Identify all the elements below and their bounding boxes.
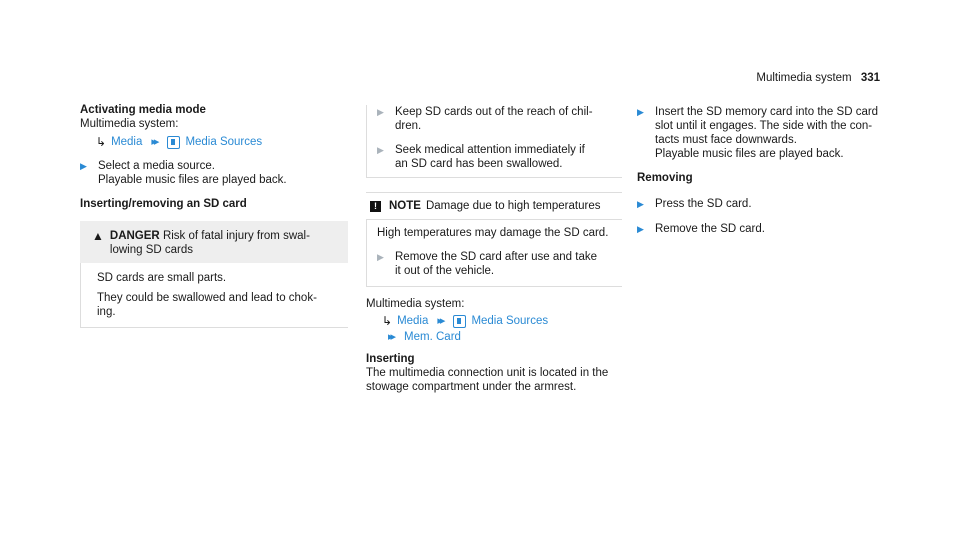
- chevron-right-icon: ▸▸: [437, 315, 445, 327]
- danger-paragraph-1: SD cards are small parts.: [97, 272, 227, 284]
- intro-text: Multimedia system:: [366, 298, 465, 310]
- step-triangle-icon: ▶: [377, 145, 384, 155]
- danger-step-keep-away: ▶ Keep SD cards out of the reach of chil…: [377, 105, 622, 133]
- section-title-inserting: Inserting: [366, 353, 415, 365]
- note-body: High temperatures may damage the SD card…: [366, 220, 622, 287]
- danger-step-medical: ▶ Seek medical attention immediately if …: [377, 143, 622, 171]
- step-line: slot until it engages. The side with the…: [655, 120, 873, 132]
- nav-link-media[interactable]: Media: [397, 315, 429, 327]
- page-header: Multimedia system 331: [756, 71, 880, 85]
- header-title: Multimedia system: [756, 72, 852, 84]
- note-text: High temperatures may damage the SD card…: [377, 227, 609, 239]
- danger-header: ▲ DANGER Risk of fatal injury from swal-…: [80, 221, 348, 263]
- step-result: Playable music files are played back.: [98, 174, 287, 186]
- nav-path-2: ▸▸ Mem. Card: [388, 330, 622, 344]
- note-label: NOTE: [389, 200, 421, 212]
- note-header: ! NOTE Damage due to high temperatures: [366, 192, 622, 220]
- nav-path: ↳ Media ▸▸ Media Sources: [382, 314, 622, 328]
- media-sources-icon: [453, 314, 467, 328]
- page-number: 331: [860, 72, 880, 84]
- step-line: Remove the SD card.: [655, 223, 765, 235]
- step-line: Seek medical attention immediately if: [395, 144, 585, 156]
- note-step: ▶ Remove the SD card after use and take …: [377, 250, 612, 278]
- section-title-removing: Removing: [637, 172, 693, 184]
- nav-link-mem-card[interactable]: Mem. Card: [404, 331, 461, 343]
- step-insert-card: ▶ Insert the SD memory card into the SD …: [637, 105, 887, 161]
- media-sources-icon: [167, 135, 181, 149]
- intro-text: Multimedia system:: [80, 118, 179, 130]
- warning-icon: ▲: [92, 229, 104, 243]
- danger-paragraph-2-line-2: ing.: [97, 306, 116, 318]
- danger-text-2: lowing SD cards: [109, 244, 193, 256]
- nav-link-media-sources[interactable]: Media Sources: [471, 315, 549, 327]
- danger-paragraph-2-line-1: They could be swallowed and lead to chok…: [97, 292, 317, 304]
- inserting-line-2: stowage compartment under the armrest.: [366, 381, 577, 393]
- note-icon: !: [370, 200, 381, 212]
- danger-label: DANGER: [109, 230, 160, 242]
- nav-link-media-sources[interactable]: Media Sources: [185, 136, 263, 148]
- step-triangle-icon: ▶: [637, 199, 644, 209]
- step-text: Select a media source.: [98, 160, 215, 172]
- nav-arrow-icon: ↳: [382, 314, 393, 328]
- note-title: Damage due to high temperatures: [425, 200, 601, 212]
- chevron-right-icon: ▸▸: [388, 331, 396, 343]
- step-select-source: ▶ Select a media source. Playable music …: [80, 159, 348, 187]
- step-line: Insert the SD memory card into the SD ca…: [655, 106, 879, 118]
- step-line: dren.: [395, 120, 422, 132]
- column-1: Activating media mode Multimedia system:…: [80, 103, 348, 328]
- nav-link-media[interactable]: Media: [111, 136, 143, 148]
- chevron-right-icon: ▸▸: [151, 136, 159, 148]
- step-line: an SD card has been swallowed.: [395, 158, 563, 170]
- section-title-sd: Inserting/removing an SD card: [80, 198, 247, 210]
- step-triangle-icon: ▶: [80, 161, 87, 171]
- step-line: Keep SD cards out of the reach of chil-: [395, 106, 593, 118]
- step-line: Press the SD card.: [655, 198, 752, 210]
- step-remove-card: ▶ Remove the SD card.: [637, 222, 887, 237]
- step-triangle-icon: ▶: [377, 252, 384, 262]
- column-2: ▶ Keep SD cards out of the reach of chil…: [366, 103, 622, 394]
- danger-body: SD cards are small parts. They could be …: [80, 263, 348, 328]
- step-line: Remove the SD card after use and take: [395, 251, 597, 263]
- step-triangle-icon: ▶: [377, 107, 384, 117]
- column-3: ▶ Insert the SD memory card into the SD …: [637, 103, 887, 237]
- danger-steps: ▶ Keep SD cards out of the reach of chil…: [366, 105, 622, 178]
- step-line: it out of the vehicle.: [395, 265, 495, 277]
- section-title-activating: Activating media mode: [80, 104, 206, 116]
- step-triangle-icon: ▶: [637, 224, 644, 234]
- step-press-card: ▶ Press the SD card.: [637, 197, 887, 212]
- step-result: Playable music files are played back.: [655, 148, 844, 160]
- step-line: tacts must face downwards.: [655, 134, 797, 146]
- inserting-line-1: The multimedia connection unit is locate…: [366, 367, 609, 379]
- danger-text-1: Risk of fatal injury from swal-: [162, 230, 310, 242]
- step-triangle-icon: ▶: [637, 107, 644, 117]
- nav-path: ↳ Media ▸▸ Media Sources: [96, 135, 348, 149]
- nav-arrow-icon: ↳: [96, 135, 107, 149]
